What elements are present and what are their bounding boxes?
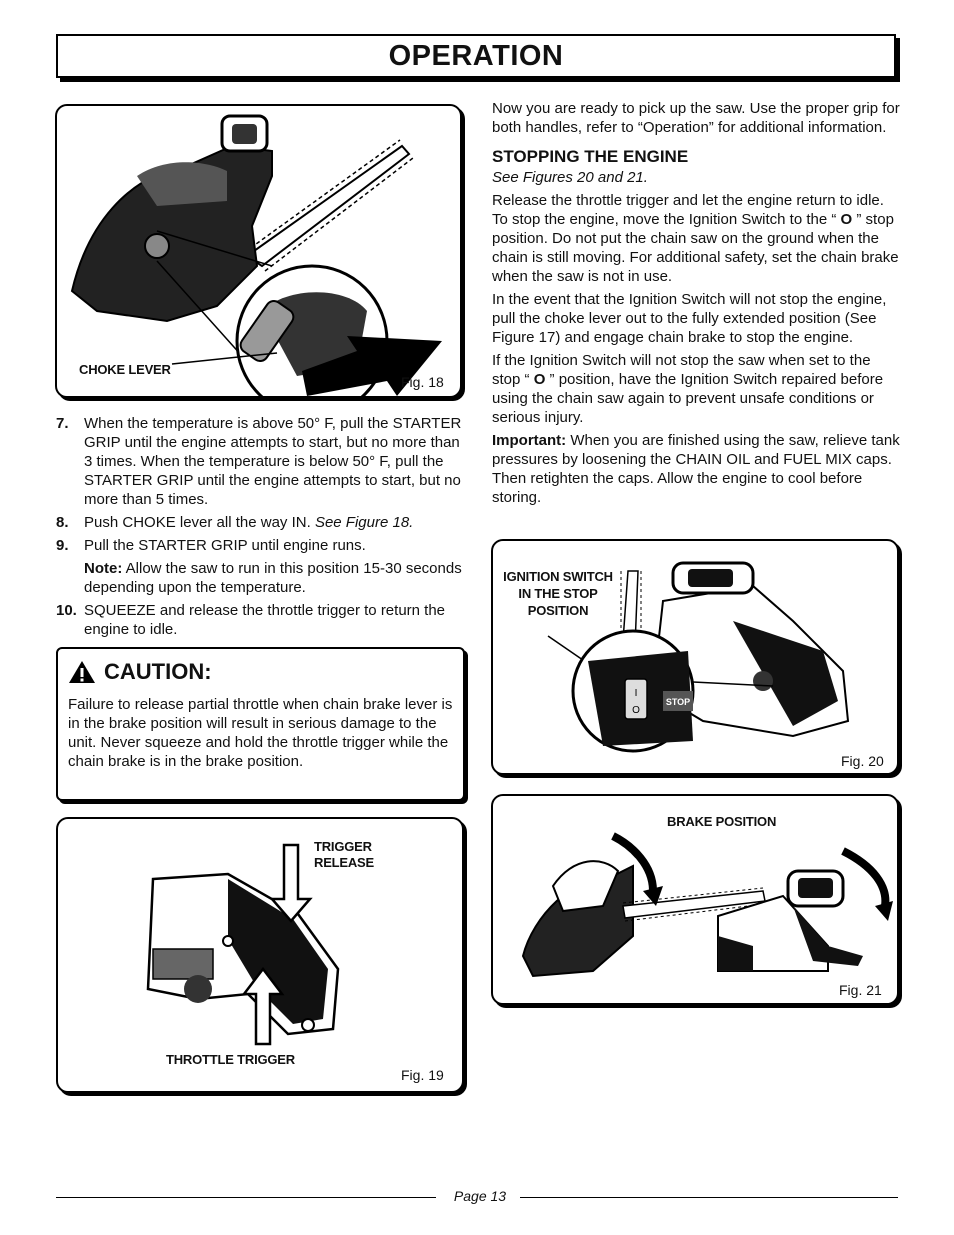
caution-box: CAUTION: Failure to release partial thro… [56,647,465,801]
figure-20: I O STOP IGNITION SWITCH IN THE STOP POS… [491,539,899,775]
footer-rule-left [56,1197,436,1198]
p3-part-a: If the Ignition Switch will not stop the… [492,352,871,388]
figure-21: BRAKE POSITION Fig. 21 [491,794,899,1005]
switch-on-mark: I [635,688,638,699]
step-text: SQUEEZE and release the throttle trigger… [84,602,446,638]
figure-19-caption: Fig. 19 [401,1067,444,1083]
figure-reference: See Figures 20 and 21. [492,169,648,186]
warning-icon [69,661,95,683]
step-number: 10. [56,602,77,619]
step-8-text: Push CHOKE lever all the way IN. [84,514,311,531]
step-number: 9. [56,537,69,554]
step-number: 8. [56,514,69,531]
step-10: 10. SQUEEZE and release the throttle tri… [56,601,466,639]
switch-off-mark: O [632,705,640,716]
throttle-trigger-illustration [146,843,340,1046]
brake-position-callout: BRAKE POSITION [667,814,777,829]
important-paragraph: Important: When you are finished using t… [492,431,902,507]
important-label: Important: [492,432,567,449]
step-text: When the temperature is above 50° F, pul… [84,415,462,508]
step-number: 7. [56,415,69,432]
ignition-callout-3: POSITION [527,603,589,618]
important-text: When you are finished using the saw, rel… [492,432,900,506]
section-heading: STOPPING THE ENGINE [492,147,689,166]
figure-21-caption: Fig. 21 [839,982,882,998]
ignition-callout-2: IN THE STOP [518,586,598,601]
stop-label: STOP [666,697,690,707]
page-header: OPERATION [56,34,896,78]
caution-title: CAUTION: [104,659,212,684]
note: Note: Allow the saw to run in this posit… [84,559,466,597]
throttle-trigger-callout: THROTTLE TRIGGER [166,1052,295,1067]
figure-18-caption: Fig. 18 [401,374,444,390]
step-9: 9. Pull the STARTER GRIP until engine ru… [56,536,466,555]
stop-paragraph-1: Release the throttle trigger and let the… [492,191,902,286]
p1-part-c: ” stop position. Do not put the chain sa… [492,211,899,285]
p1-part-a: Release the throttle trigger and let the… [492,192,884,228]
intro-paragraph: Now you are ready to pick up the saw. Us… [492,100,900,136]
right-column-text: Now you are ready to pick up the saw. Us… [492,99,902,511]
page-number: Page 13 [453,1188,507,1204]
note-label: Note: [84,560,123,577]
stop-paragraph-3: If the Ignition Switch will not stop the… [492,351,902,427]
figure-18: CHOKE LEVER Fig. 18 [55,104,462,398]
figure-reference: See Figure 18. [314,514,414,531]
choke-lever-callout: CHOKE LEVER [79,362,171,377]
step-8: 8. Push CHOKE lever all the way IN. See … [56,513,466,532]
trigger-release-callout-1: TRIGGER [314,839,372,854]
figure-19: TRIGGER RELEASE THROTTLE TRIGGER Fig. 19 [56,817,464,1093]
ignition-callout-1: IGNITION SWITCH [503,569,613,584]
caution-text: Failure to release partial throttle when… [68,696,453,770]
step-7: 7. When the temperature is above 50° F, … [56,414,466,509]
caution-header: CAUTION: [68,659,212,685]
step-text: Push CHOKE lever all the way IN. See Fig… [84,513,466,532]
off-symbol: O [840,211,853,228]
stop-paragraph-2: In the event that the Ignition Switch wi… [492,291,887,346]
trigger-release-callout-2: RELEASE [314,855,375,870]
figure-20-caption: Fig. 20 [841,753,884,769]
chainsaw-choke-illustration [70,114,442,396]
page-title: OPERATION [388,39,564,72]
off-symbol: O [533,371,546,388]
brake-position-illustration [521,832,893,978]
ignition-switch-illustration: I O STOP [547,561,850,753]
footer-rule-right [520,1197,898,1198]
left-column-steps: 7. When the temperature is above 50° F, … [56,414,466,643]
step-text: Pull the STARTER GRIP until engine runs. [84,537,366,554]
note-text: Allow the saw to run in this position 15… [84,560,462,596]
p3-part-c: ” position, have the Ignition Switch rep… [492,371,884,426]
